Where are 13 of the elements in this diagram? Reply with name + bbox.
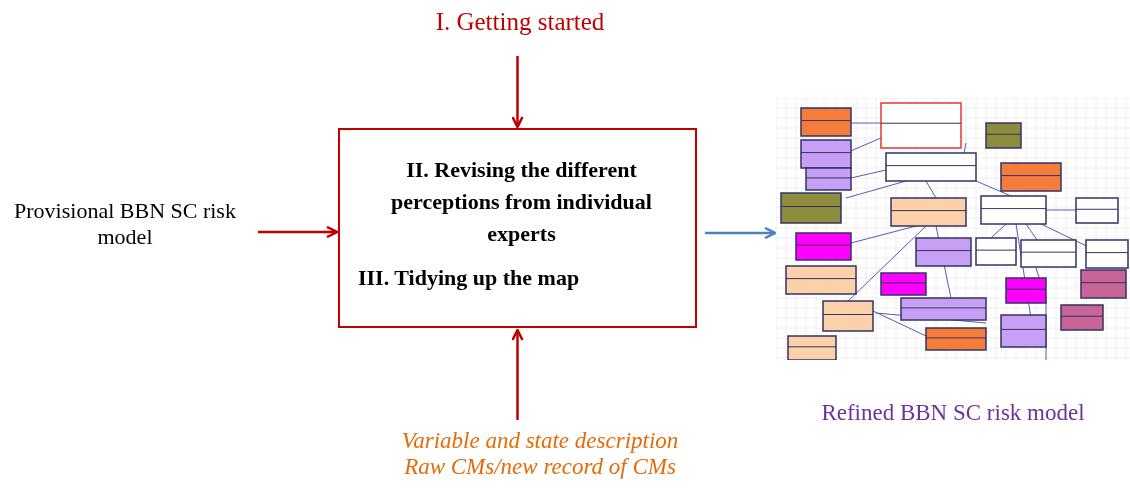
- stage-text: III. Tidying up the map: [358, 264, 581, 292]
- arrow: [705, 226, 777, 240]
- input-label: Provisional BBN SC risk model: [13, 198, 237, 250]
- input-note: Variable and state description: [400, 428, 680, 454]
- arrow: [258, 225, 339, 239]
- network-diagram-drawing: [776, 98, 1130, 360]
- stage-text: II. Revising the different perceptions from individual experts: [390, 156, 653, 248]
- arrow: [511, 56, 524, 129]
- input-note: Raw CMs/new record of CMs: [403, 454, 677, 480]
- process-box: [338, 128, 697, 328]
- stage-title: I. Getting started: [434, 8, 606, 36]
- arrow: [511, 328, 524, 420]
- node-label: Refined BBN SC risk model: [820, 400, 1086, 426]
